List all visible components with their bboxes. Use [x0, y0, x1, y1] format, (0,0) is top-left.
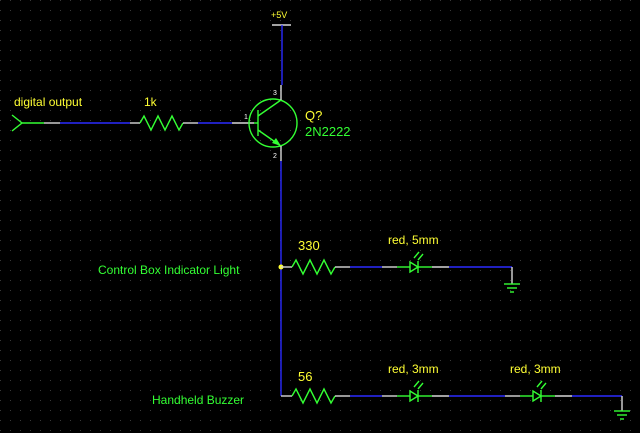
led-3mm-a-label: red, 3mm — [388, 362, 439, 376]
resistor-56-value: 56 — [298, 369, 312, 384]
pin-emitter: 2 — [273, 153, 277, 160]
ground-symbol-2 — [614, 396, 630, 420]
input-label: digital output — [14, 95, 83, 109]
branch2-label: Handheld Buzzer — [152, 393, 244, 407]
branch-handheld-buzzer[interactable]: Handheld Buzzer 56 red, 3mm red, 3mm — [152, 362, 630, 420]
resistor-330-value: 330 — [298, 238, 320, 253]
led-5mm[interactable] — [397, 251, 432, 274]
transistor-ref: Q? — [305, 108, 322, 123]
pin-collector: 3 — [273, 90, 277, 97]
resistor-330[interactable] — [291, 258, 336, 276]
power-label: +5V — [271, 10, 287, 20]
resistor-1k-value: 1k — [144, 95, 158, 109]
resistor-56[interactable] — [291, 387, 336, 405]
transistor-part: 2N2222 — [305, 124, 351, 139]
branch-control-box[interactable]: Control Box Indicator Light 330 red, 5mm — [98, 233, 520, 293]
transistor-2n2222[interactable]: 3 1 2 Q? 2N2222 — [244, 85, 351, 161]
led-3mm-b[interactable] — [520, 380, 555, 403]
led-3mm-a[interactable] — [397, 380, 432, 403]
branch1-label: Control Box Indicator Light — [98, 263, 240, 277]
pin-base: 1 — [244, 114, 248, 121]
input-port[interactable]: digital output — [11, 95, 130, 132]
led-5mm-label: red, 5mm — [388, 233, 439, 247]
resistor-1k[interactable]: 1k — [130, 95, 254, 132]
led-3mm-b-label: red, 3mm — [510, 362, 561, 376]
ground-symbol-1 — [504, 267, 520, 293]
power-rail-vcc[interactable]: +5V — [271, 10, 291, 85]
